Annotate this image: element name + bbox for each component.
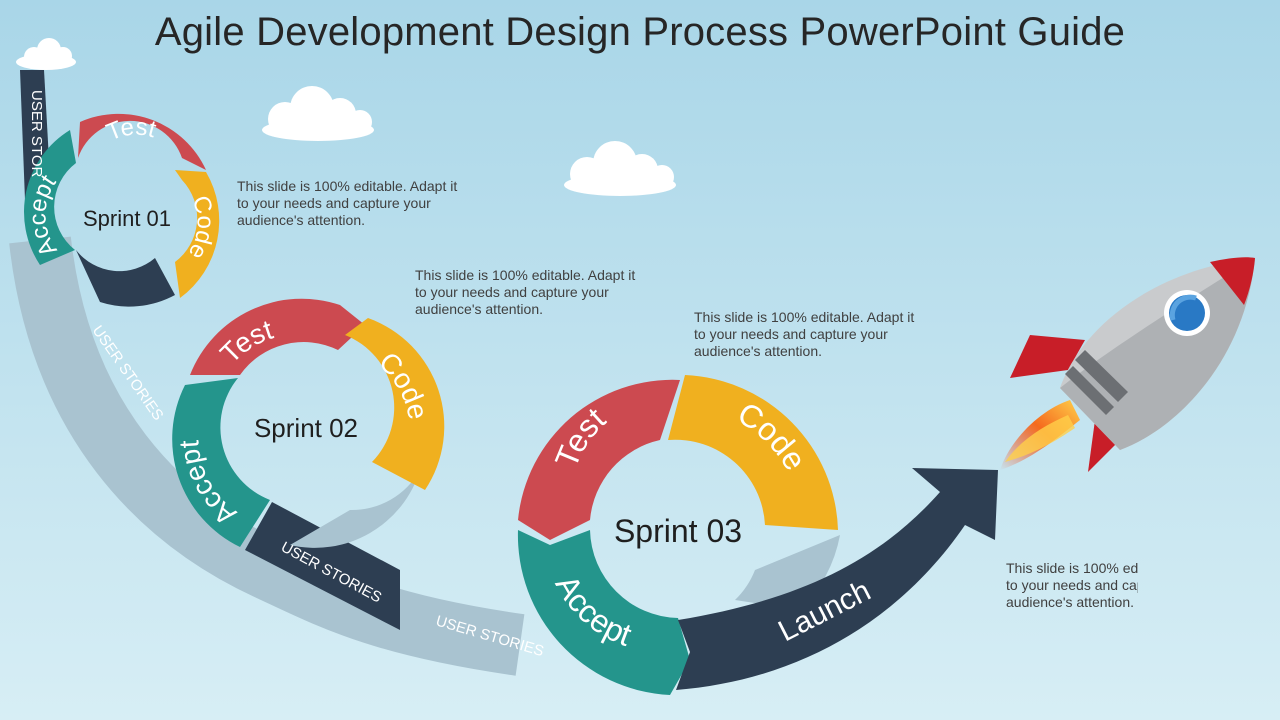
sprint-01-ring bbox=[24, 113, 220, 307]
sprint-01-test-label: Test bbox=[103, 114, 159, 147]
sprint-03-ring bbox=[517, 375, 840, 695]
launch-description-clip: This slide is 100% editable. Adapt it to… bbox=[1006, 560, 1138, 620]
launch-arrow bbox=[676, 468, 998, 690]
sprint-01-name: Sprint 01 bbox=[83, 206, 171, 231]
sprint-02-ring bbox=[172, 298, 445, 548]
rocket-icon bbox=[1000, 257, 1255, 472]
slide-title: Agile Development Design Process PowerPo… bbox=[154, 10, 1126, 54]
sprint-02-name: Sprint 02 bbox=[254, 413, 358, 443]
launch-description: This slide is 100% editable. Adapt it to… bbox=[1006, 560, 1138, 610]
path-mid bbox=[245, 502, 400, 630]
cloud-1 bbox=[16, 38, 76, 70]
cloud-3 bbox=[564, 141, 676, 196]
sprint-02-description: This slide is 100% editable. Adapt it to… bbox=[415, 267, 636, 317]
sprint-01-description: This slide is 100% editable. Adapt it to… bbox=[237, 178, 458, 228]
sprint-03-name: Sprint 03 bbox=[614, 513, 742, 549]
cloud-2 bbox=[262, 86, 374, 141]
sprint-03-description: This slide is 100% editable. Adapt it to… bbox=[694, 309, 915, 359]
